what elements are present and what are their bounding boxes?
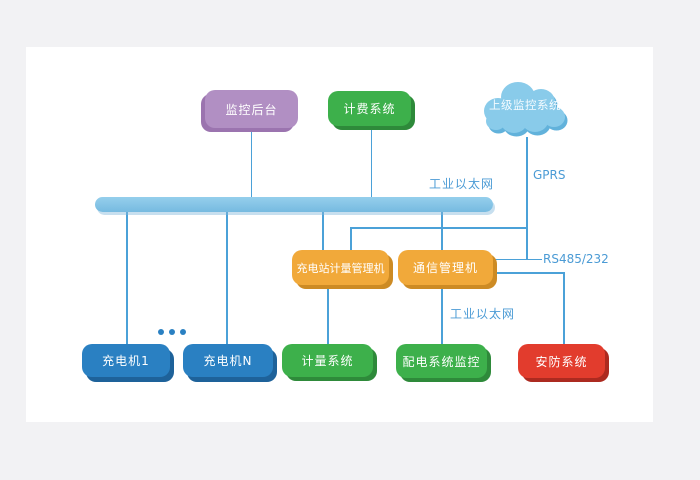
node-metering-system-label: 计量系统 [301, 354, 354, 368]
edge-bus-to-chargerN [226, 211, 228, 344]
edge-cloud-branch-to-station-manager [350, 227, 352, 250]
node-billing-system-label: 计费系统 [343, 102, 396, 116]
node-upper-monitor-cloud: 上级监控系统 [478, 75, 572, 137]
node-security-system-label: 安防系统 [535, 354, 588, 369]
edge-monitor-backend-to-bus [250, 128, 252, 197]
edge-bus-to-comm-manager [441, 211, 443, 250]
node-comm-manager-label: 通信管理机 [412, 261, 478, 275]
node-upper-monitor-cloud-label: 上级监控系统 [489, 98, 561, 112]
node-monitor-backend-label: 监控后台 [225, 102, 278, 117]
rs485-label: RS485/232 [543, 252, 609, 266]
node-metering-system: 计量系统 [282, 344, 373, 377]
node-power-distribution-monitor: 配电系统监控 [396, 344, 487, 378]
node-comm-manager: 通信管理机 [398, 250, 493, 285]
node-power-distribution-monitor-label: 配电系统监控 [402, 354, 481, 369]
node-monitor-backend: 监控后台 [205, 90, 298, 128]
edge-bus-to-charger1 [126, 211, 128, 344]
bus-label: 工业以太网 [429, 177, 495, 191]
node-charger-n-label: 充电机N [203, 354, 253, 368]
node-charger-1: 充电机1 [82, 344, 170, 377]
dot [158, 329, 164, 335]
edge-cloud-gprs-down [526, 137, 528, 259]
node-security-system: 安防系统 [518, 344, 605, 378]
gprs-label: GPRS [533, 168, 566, 182]
cloud-icon [484, 82, 568, 137]
edge-bus-to-station-manager [322, 211, 324, 250]
edge-billing-to-bus [370, 126, 372, 197]
edge-comm-manager-to-power-dist [441, 285, 443, 344]
ethernet-lower-label: 工业以太网 [450, 307, 516, 321]
node-station-metering-manager: 充电站计量管理机 [292, 250, 389, 285]
dot [180, 329, 186, 335]
edge-comm-manager-to-security-vertical [563, 272, 565, 344]
dot [169, 329, 175, 335]
edge-comm-manager-to-gprs-line [493, 258, 542, 260]
edge-station-manager-to-metering [327, 285, 329, 344]
edge-comm-manager-to-security-horizontal [493, 272, 564, 274]
node-billing-system: 计费系统 [328, 91, 411, 126]
node-charger-n: 充电机N [183, 344, 273, 377]
node-station-metering-manager-label: 充电站计量管理机 [296, 261, 385, 275]
edge-cloud-branch-horizontal [350, 227, 527, 229]
industrial-ethernet-bus [95, 197, 493, 212]
ellipsis-dots [158, 329, 186, 335]
node-charger-1-label: 充电机1 [102, 354, 150, 368]
